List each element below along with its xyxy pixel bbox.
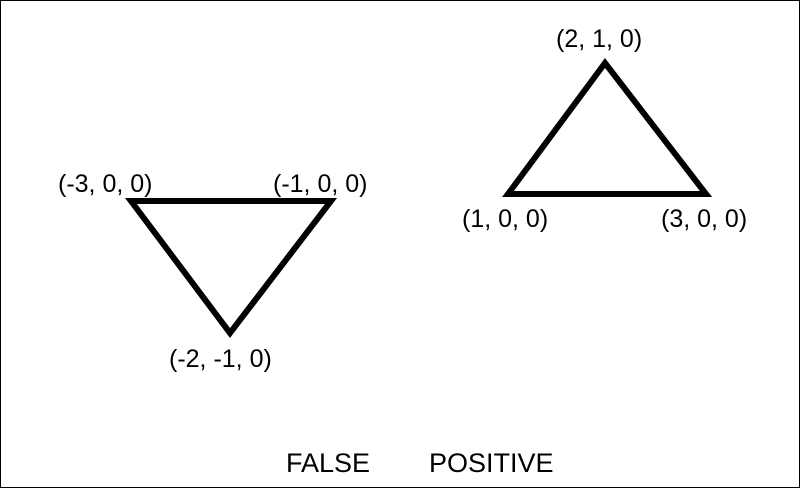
positive-vertex-label-bottom-right: (3, 0, 0): [661, 205, 747, 233]
false-vertex-label-bottom: (-2, -1, 0): [169, 345, 272, 373]
false-vertex-label-top-left: (-3, 0, 0): [58, 170, 152, 198]
positive-vertex-label-top: (2, 1, 0): [556, 25, 642, 53]
positive-caption: POSITIVE: [429, 448, 554, 478]
positive-triangle: [502, 58, 713, 197]
positive-vertex-label-bottom-left: (1, 0, 0): [462, 205, 548, 233]
false-triangle: [125, 198, 338, 338]
false-caption: FALSE: [286, 448, 370, 478]
false-vertex-label-top-right: (-1, 0, 0): [273, 170, 367, 198]
